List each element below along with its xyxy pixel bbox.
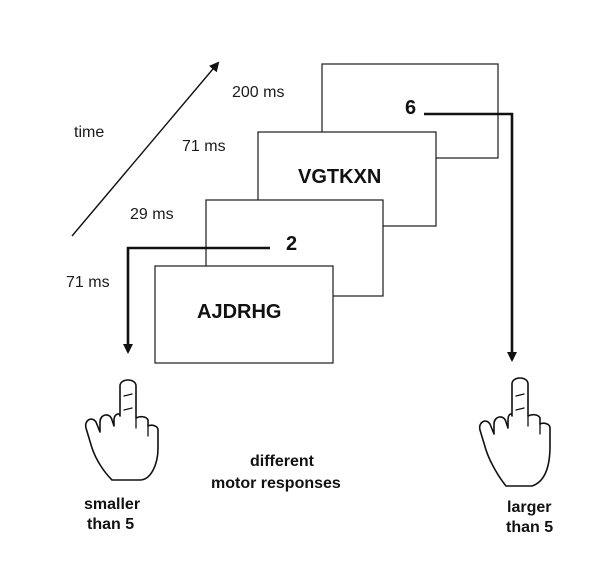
frame-1-mask [154, 265, 334, 364]
time-arrow [71, 61, 220, 237]
stimulus-frame-4: 6 [405, 97, 416, 119]
duration-frame-3: 71 ms [182, 138, 226, 155]
left-response-label-line2: than 5 [87, 516, 134, 533]
stimulus-frame-2: 2 [286, 233, 297, 255]
duration-frame-4: 200 ms [232, 84, 284, 101]
center-caption-line1: different [250, 453, 315, 470]
time-label: time [74, 124, 104, 141]
right-hand-pointing-icon [478, 377, 551, 487]
duration-frame-2: 29 ms [130, 206, 174, 223]
center-caption-line2: motor responses [211, 475, 341, 492]
right-response-label-line2: than 5 [506, 519, 553, 536]
left-response-label-line1: smaller [84, 496, 140, 513]
stimulus-frame-3: VGTKXN [298, 166, 381, 188]
duration-frame-1: 71 ms [66, 274, 110, 291]
stimulus-frame-1: AJDRHG [197, 301, 281, 323]
target-response-line [424, 112, 517, 362]
right-response-label-line1: larger [507, 499, 551, 516]
left-hand-pointing-icon [84, 379, 159, 481]
prime-response-line [123, 246, 270, 354]
